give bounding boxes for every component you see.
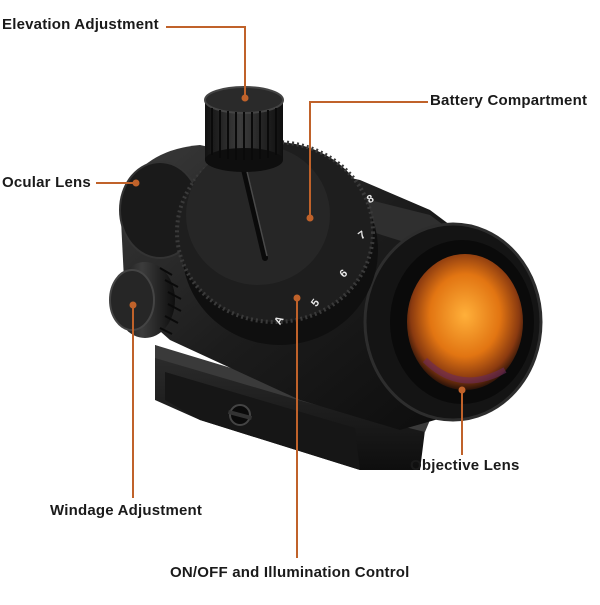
battery-dial <box>175 140 378 345</box>
objective-lens-glass <box>407 254 523 390</box>
leader-elevation <box>166 26 246 98</box>
leader-windage-dot <box>129 301 137 309</box>
label-onoff-illumination-control: ON/OFF and Illumination Control <box>170 564 410 581</box>
label-windage-adjustment: Windage Adjustment <box>50 502 203 519</box>
leader-objective-dot <box>458 386 466 394</box>
leader-ocular-dot <box>132 179 140 187</box>
label-objective-lens: Objective Lens <box>410 457 520 474</box>
leader-lines <box>96 26 466 558</box>
leader-battery-dot <box>306 214 314 222</box>
windage-knob <box>109 262 182 338</box>
leader-onoff-dot <box>293 294 301 302</box>
label-battery-compartment: Battery Compartment <box>430 92 588 109</box>
leader-elevation-dot <box>241 94 249 102</box>
objective-housing <box>363 222 543 422</box>
leader-battery <box>309 101 428 218</box>
label-ocular-lens: Ocular Lens <box>2 174 91 191</box>
dial-mark: 8 <box>365 193 376 206</box>
label-elevation-adjustment: Elevation Adjustment <box>2 16 159 33</box>
